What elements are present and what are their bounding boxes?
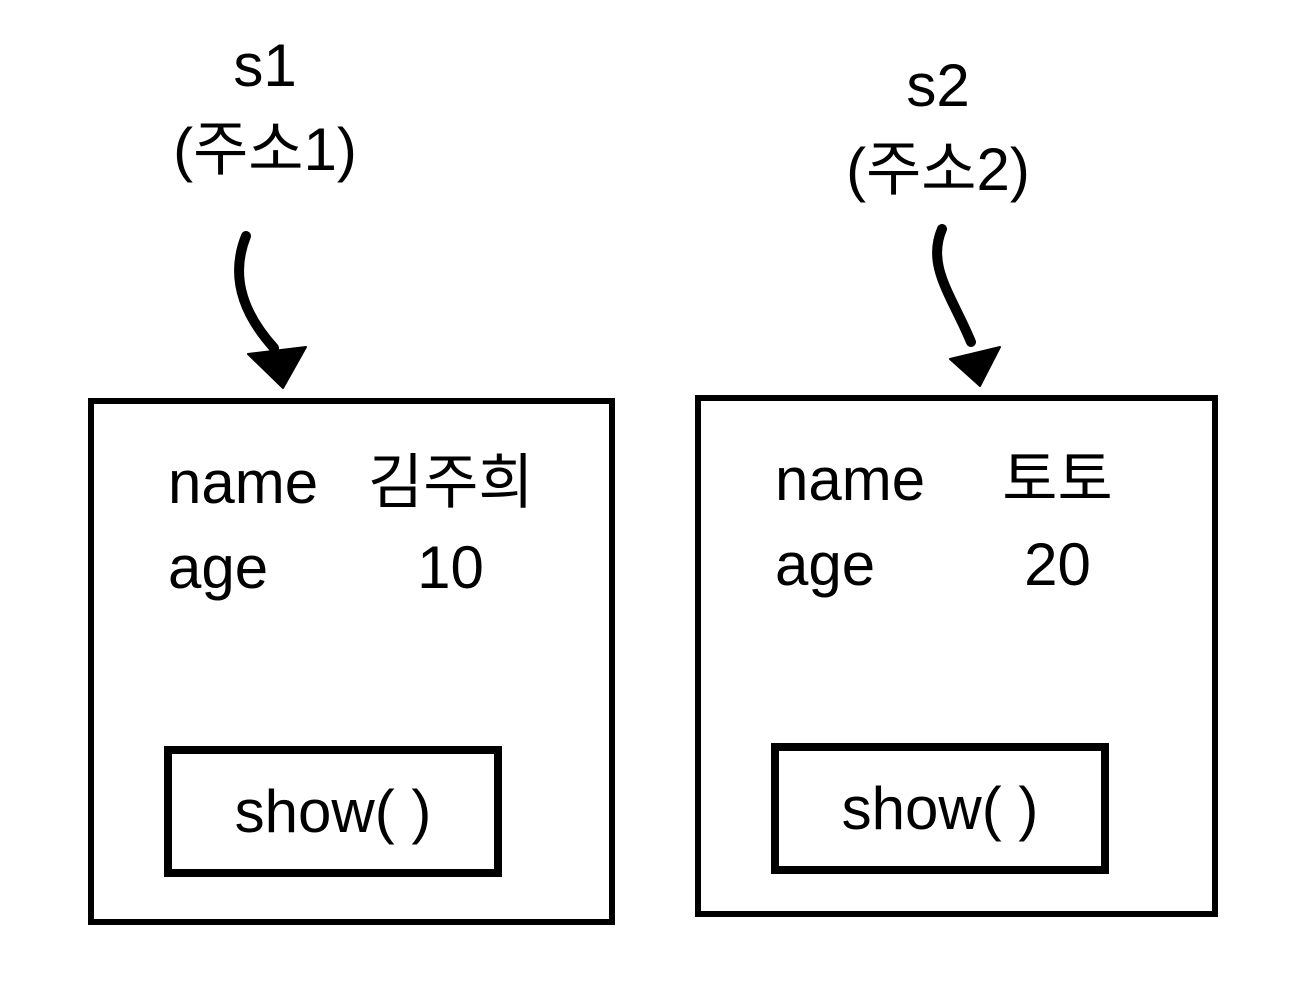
- method-label: show( ): [841, 775, 1039, 842]
- object-box-s2: name 토토 age 20 show( ): [695, 395, 1218, 917]
- field-list: name 김주희 age 10: [168, 440, 534, 610]
- field-name-label: name: [168, 449, 319, 516]
- field-age-label: age: [168, 534, 269, 601]
- method-box-show: show( ): [771, 743, 1109, 874]
- ref-address-s2: (주소2): [846, 136, 1030, 203]
- field-row-name: name 토토: [775, 437, 1140, 522]
- curved-down-arrow-icon: [932, 224, 1001, 387]
- ref-address-s1: (주소1): [173, 116, 357, 183]
- field-age-value: 20: [1024, 531, 1091, 598]
- field-row-name: name 김주희: [168, 440, 534, 525]
- field-name-label: name: [775, 446, 926, 513]
- reference-label-s2: s2 (주소2): [758, 44, 1118, 212]
- field-row-age: age 20: [775, 522, 1140, 607]
- field-age-label: age: [775, 531, 876, 598]
- curved-down-arrow-icon: [234, 231, 307, 389]
- field-name-value: 토토: [1002, 446, 1113, 513]
- field-list: name 토토 age 20: [775, 437, 1140, 607]
- reference-label-s1: s1 (주소1): [85, 24, 445, 192]
- object-box-s1: name 김주희 age 10 show( ): [88, 398, 615, 925]
- field-row-age: age 10: [168, 525, 533, 610]
- field-name-value: 김주희: [368, 449, 534, 516]
- ref-name-s2: s2: [906, 52, 970, 119]
- field-age-value: 10: [417, 534, 484, 601]
- method-box-show: show( ): [164, 746, 502, 877]
- ref-name-s1: s1: [233, 32, 297, 99]
- method-label: show( ): [234, 778, 432, 845]
